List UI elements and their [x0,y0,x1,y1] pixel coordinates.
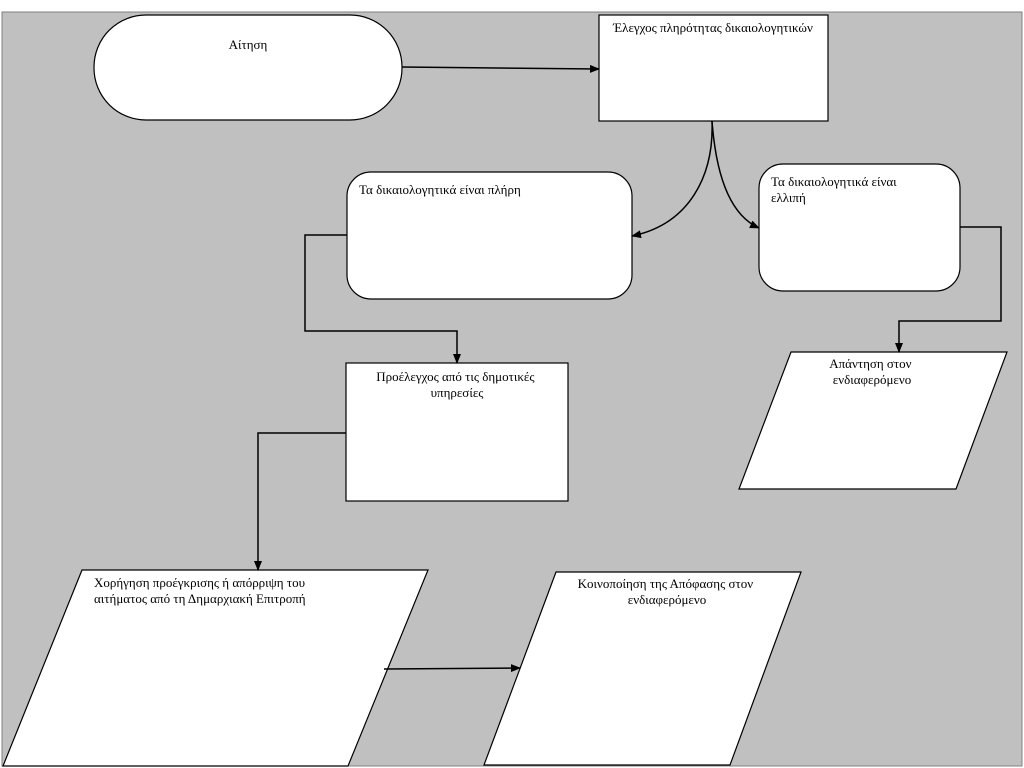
documents-incomplete-label: Τα δικαιολογητικά είναι ελλιπή [771,174,900,205]
reply-to-applicant-line-2: ενδιαφερόμενο [833,372,912,387]
committee-decision-label: Χορήγηση προέγκρισης ή απόρριψη του αιτή… [94,575,308,606]
application-terminator: Αίτηση [93,14,403,121]
documents-incomplete-line-2: ελλιπή [771,190,806,205]
documents-incomplete-line-1: Τα δικαιολογητικά είναι [771,174,897,189]
connector-precheck-to-decision [254,432,346,571]
connector-check-to-complete [631,120,713,239]
municipal-precheck-line-1: Προέλεγχος από τις δημοτικές [376,369,535,384]
decision-notification-parallelogram: Κοινοποίηση της Απόφασης στον ενδιαφερόμ… [483,571,802,766]
documents-complete-box: Τα δικαιολογητικά είναι πλήρη [346,171,633,300]
municipal-precheck-process: Προέλεγχος από τις δημοτικές υπηρεσίες [345,362,569,502]
connector-incomplete-to-reply [895,226,1002,353]
connector-decision-to-notification [383,664,521,673]
connector-application-to-check [401,64,600,73]
municipal-precheck-label: Προέλεγχος από τις δημοτικές υπηρεσίες [376,369,538,400]
application-label: Αίτηση [229,37,268,52]
decision-notification-line-2: ενδιαφερόμενο [628,592,707,607]
connector-check-to-incomplete [711,120,760,229]
reply-to-applicant-label: Απάντηση στον ενδιαφερόμενο [829,356,915,387]
completeness-check-label: Έλεγχος πληρότητας δικαιολογητικών [612,20,813,35]
connector-complete-to-precheck [304,234,461,364]
decision-notification-label: Κοινοποίηση της Απόφασης στον ενδιαφερόμ… [578,576,757,607]
committee-decision-line-2: αιτήματος από τη Δημαρχιακή Επιτροπή [94,591,306,606]
documents-incomplete-box: Τα δικαιολογητικά είναι ελλιπή [758,163,961,292]
reply-to-applicant-line-1: Απάντηση στον [829,356,911,371]
reply-to-applicant-parallelogram: Απάντηση στον ενδιαφερόμενο [738,351,1008,490]
documents-complete-label: Τα δικαιολογητικά είναι πλήρη [359,182,521,197]
municipal-precheck-line-2: υπηρεσίες [431,385,485,400]
committee-decision-parallelogram: Χορήγηση προέγκρισης ή απόρριψη του αιτή… [2,569,429,767]
decision-notification-line-1: Κοινοποίηση της Απόφασης στον [578,576,754,591]
committee-decision-line-1: Χορήγηση προέγκρισης ή απόρριψη του [94,575,305,590]
completeness-check-process: Έλεγχος πληρότητας δικαιολογητικών [598,14,829,122]
